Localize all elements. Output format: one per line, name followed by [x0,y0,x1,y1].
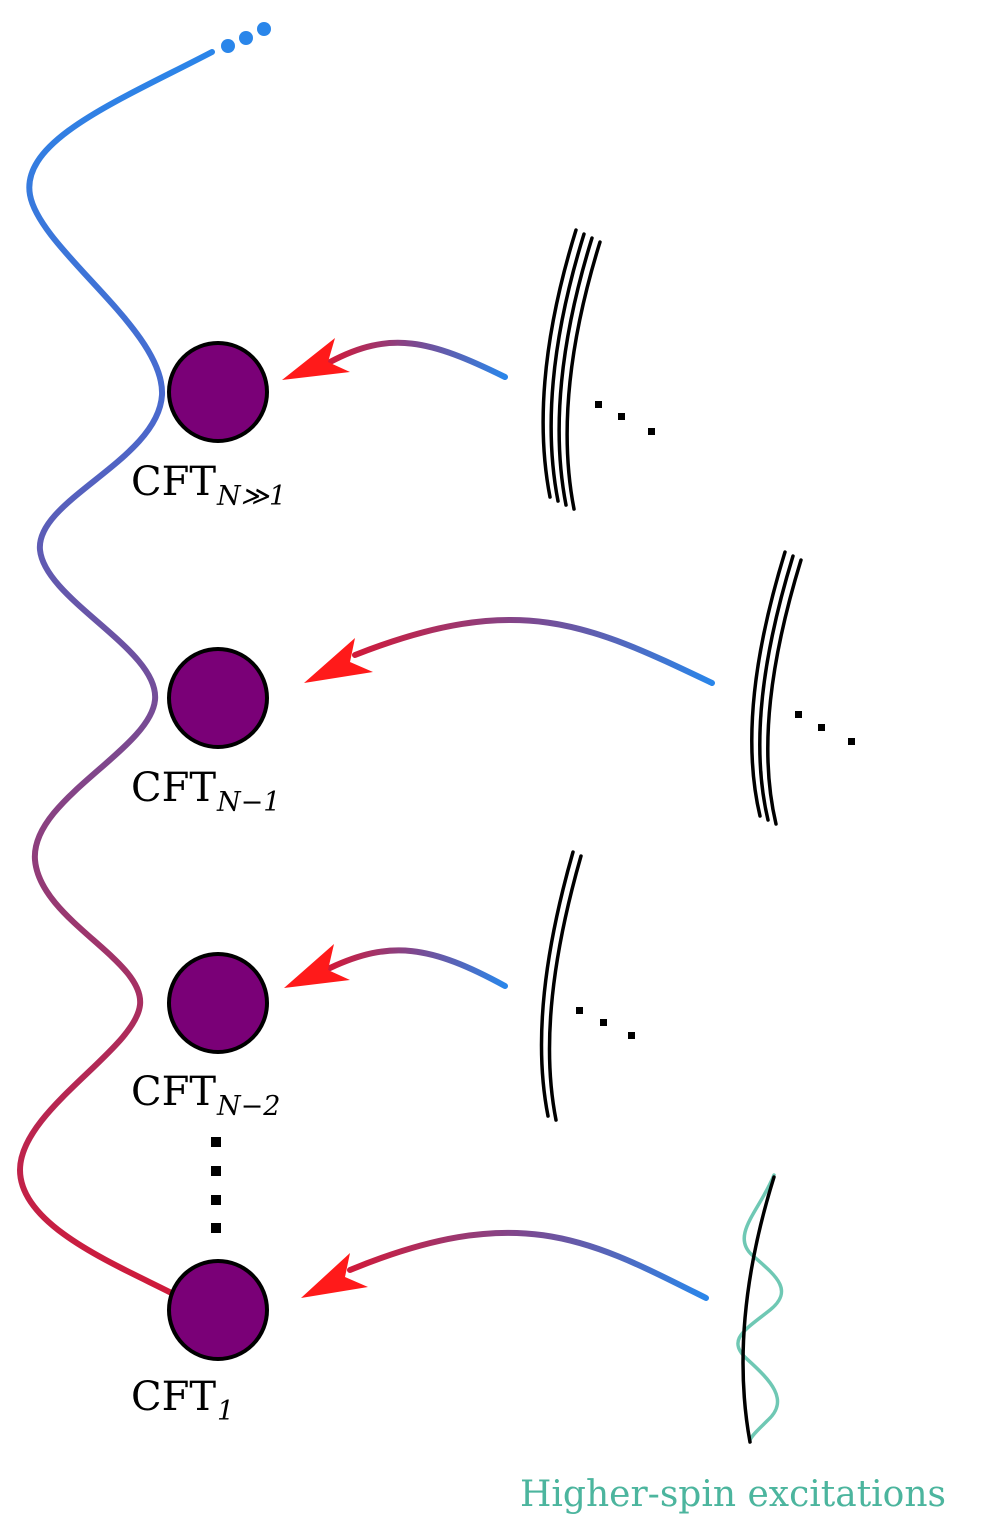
bundle-4-dots [595,401,655,435]
string-bundle-3 [750,550,803,826]
bundle-2-dots [576,1007,635,1039]
label-subscript: 1 [217,1396,235,1427]
arrow-3 [284,944,508,989]
node-cft-n-minus-1 [167,647,269,749]
wavy-string [16,49,215,1303]
label-subscript: N−1 [217,787,281,818]
arrow-2 [304,617,715,686]
label-prefix: CFT [131,1374,217,1420]
label-subscript: N≫1 [217,481,287,512]
continuation-dots [221,22,271,53]
node-cft-n-minus-2 [167,952,269,1054]
arrow-4 [301,1229,709,1301]
vertical-ellipsis [211,1137,221,1233]
string-bundle-2 [539,850,583,1122]
label-subscript: N−2 [217,1091,281,1122]
label-cft-n-minus-1: CFTN−1 [131,765,280,818]
single-string [741,1175,776,1444]
node-cft-large-n [167,341,269,443]
label-cft-n-minus-2: CFTN−2 [131,1069,280,1122]
label-cft-large-n: CFTN≫1 [131,459,286,512]
higher-spin-excitation-wave [736,1173,784,1442]
bundle-3-dots [795,711,855,745]
label-prefix: CFT [131,459,217,505]
label-prefix: CFT [131,765,217,811]
caption-higher-spin: Higher-spin excitations [520,1474,947,1515]
node-cft-1 [167,1259,269,1361]
string-bundle-4 [541,228,602,511]
label-cft-1: CFT1 [131,1374,234,1427]
label-prefix: CFT [131,1069,217,1115]
arrow-1 [282,338,508,380]
